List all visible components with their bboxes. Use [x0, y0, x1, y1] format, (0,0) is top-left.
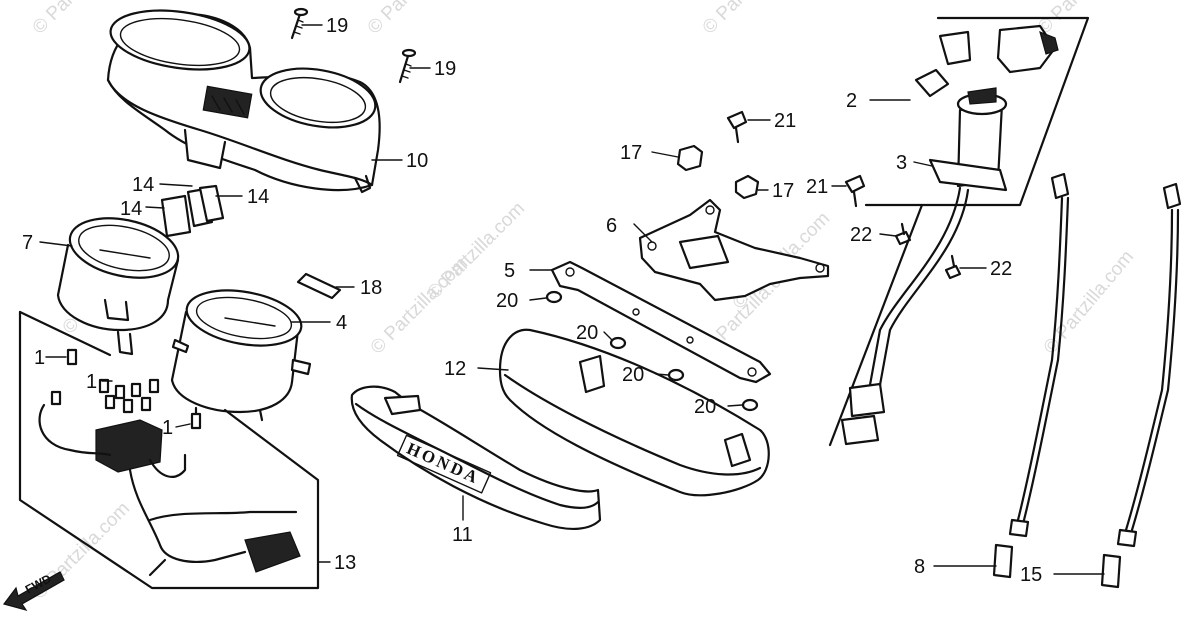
harness-group-13 — [18, 310, 320, 590]
callout-17: 17 — [772, 180, 794, 202]
bolts-22 — [894, 222, 962, 280]
callout-2: 2 — [846, 90, 857, 112]
callout-20: 20 — [694, 396, 716, 418]
callout-14: 14 — [120, 198, 142, 220]
watermark: © Partzilla.com — [424, 198, 529, 303]
plate-6 — [638, 198, 830, 302]
tachometer-cable-15 — [1100, 182, 1182, 589]
callout-1: 1 — [162, 417, 173, 439]
callout-1: 1 — [34, 347, 45, 369]
leader-lines — [39, 24, 1105, 575]
callout-21: 21 — [806, 176, 828, 198]
speedometer-4 — [170, 289, 312, 422]
middle-cover-12 — [498, 328, 770, 497]
callout-12: 12 — [444, 358, 466, 380]
callout-20: 20 — [576, 322, 598, 344]
callout-18: 18 — [360, 277, 382, 299]
pads-14 — [160, 184, 225, 238]
callout-19: 19 — [434, 58, 456, 80]
callout-17: 17 — [620, 142, 642, 164]
grommets-17 — [676, 144, 760, 200]
callout-3: 3 — [896, 152, 907, 174]
callout-14: 14 — [132, 174, 154, 196]
callout-19: 19 — [326, 15, 348, 37]
watermark: © Partzilla.com — [699, 0, 804, 39]
tachometer-7 — [56, 217, 180, 356]
callout-20: 20 — [496, 290, 518, 312]
callout-10: 10 — [406, 150, 428, 172]
screw-19a — [290, 7, 309, 40]
screw-19b — [398, 48, 417, 84]
callout-4: 4 — [336, 312, 347, 334]
callout-8: 8 — [914, 556, 925, 578]
callout-11: 11 — [452, 524, 473, 546]
callout-5: 5 — [504, 260, 515, 282]
callout-22: 22 — [850, 224, 872, 246]
callout-6: 6 — [606, 215, 617, 237]
lens-plate-18 — [296, 272, 342, 300]
ignition-switch-2-3 — [828, 16, 1090, 447]
bracket-5 — [550, 260, 772, 384]
callout-20: 20 — [622, 364, 644, 386]
speedometer-cable-8 — [992, 172, 1070, 579]
callout-7: 7 — [22, 232, 33, 254]
callout-1: 1 — [86, 371, 97, 393]
callout-15: 15 — [1020, 564, 1042, 586]
meter-case-10 — [106, 9, 381, 194]
watermark: © Partzilla.com — [364, 0, 469, 39]
callouts: 19 19 10 14 14 14 7 18 4 1 1 1 13 17 17 … — [22, 15, 1042, 586]
callout-13: 13 — [334, 552, 356, 574]
callout-14: 14 — [247, 186, 269, 208]
bolts-21 — [726, 110, 866, 208]
callout-21: 21 — [774, 110, 796, 132]
callout-22: 22 — [990, 258, 1012, 280]
nuts-20 — [545, 290, 759, 412]
